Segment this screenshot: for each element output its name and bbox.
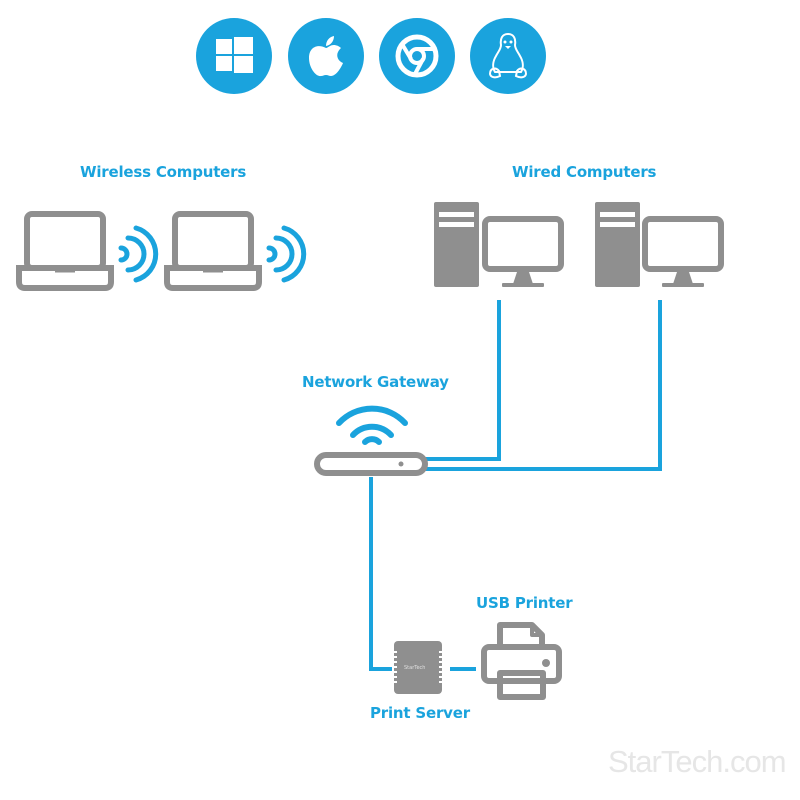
network-gateway-label: Network Gateway (302, 373, 449, 391)
os-icon-chrome (379, 18, 455, 94)
linux-tux-icon (488, 32, 528, 79)
apple-icon (309, 36, 343, 77)
os-icon-linux (470, 18, 546, 94)
print-server-device: StarTech (392, 641, 444, 694)
os-icon-windows (196, 18, 272, 94)
network-gateway-router (314, 452, 428, 476)
cable-gateway-to-wired-pc-2 (424, 300, 662, 471)
cable-gateway-to-wired-pc-1 (424, 300, 501, 461)
laptop-1 (16, 211, 114, 291)
windows-icon (216, 37, 253, 73)
print-server-brand: StarTech (404, 665, 425, 671)
usb-printer-label: USB Printer (476, 594, 573, 612)
desktop-computer-1 (434, 202, 564, 287)
usb-printer-icon (481, 622, 562, 700)
print-server-label: Print Server (370, 704, 470, 722)
chrome-icon (395, 34, 439, 78)
wireless-signal-icon-2 (266, 225, 307, 283)
wired-computers-label: Wired Computers (512, 163, 657, 181)
wireless-signal-icon-1 (118, 225, 159, 283)
printer-indicator-light (542, 659, 550, 667)
gateway-wifi-icon (336, 405, 408, 445)
network-cables (369, 300, 662, 671)
wireless-computers-label: Wireless Computers (80, 163, 247, 181)
os-icon-apple (288, 18, 364, 94)
cable-gateway-to-print-server (369, 477, 392, 671)
startech-watermark: StarTech.com (608, 744, 787, 779)
desktop-computer-2 (595, 202, 724, 287)
laptop-2 (164, 211, 262, 291)
